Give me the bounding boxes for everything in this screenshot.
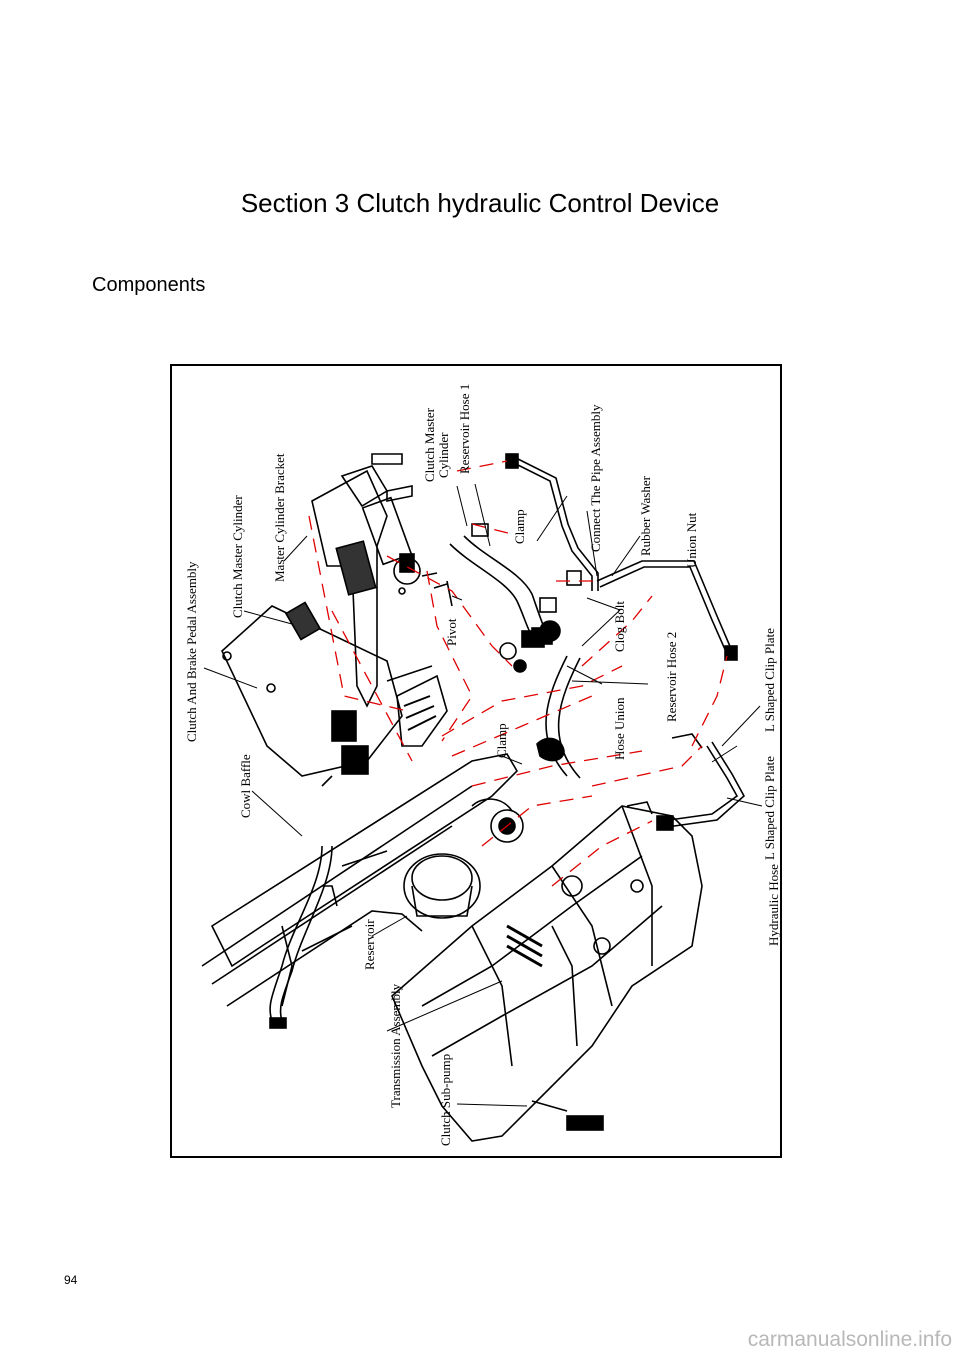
watermark: carmanualsonline.info [747, 1328, 952, 1351]
label-hydraulic-hose: Hydraulic Hose [766, 864, 780, 946]
label-l-shaped-clip-plate-right: L Shaped Clip Plate [762, 628, 777, 732]
alignment-lines [308, 460, 728, 887]
exploded-view-drawing: Clutch And Brake Pedal Assembly Clutch M… [184, 384, 780, 1146]
pedals-drawing [284, 469, 448, 747]
label-clutch-master-cylinder-2-line2: Cylinder [436, 432, 451, 478]
label-clutch-sub-pump: Clutch Sub-pump [438, 1054, 453, 1146]
clamp-drawing [536, 737, 565, 762]
label-reservoir: Reservoir [362, 919, 377, 970]
components-diagram: Clutch And Brake Pedal Assembly Clutch M… [170, 364, 782, 1158]
hydraulic-hose-drawing [626, 733, 746, 831]
label-transmission-assembly: Transmission Assembly [388, 983, 403, 1108]
label-cowl-baffle: Cowl Baffle [238, 754, 253, 818]
label-clutch-brake-pedal-assembly: Clutch And Brake Pedal Assembly [184, 561, 199, 742]
lower-hose-drawing [269, 845, 333, 1029]
clog-bolt-drawing [499, 570, 582, 673]
label-reservoir-hose-1: Reservoir Hose 1 [457, 384, 472, 474]
label-reservoir-hose-2: Reservoir Hose 2 [664, 632, 679, 722]
label-clog-bolt: Clog Bolt [612, 601, 627, 652]
label-connect-pipe-assembly: Connect The Pipe Assembly [588, 404, 603, 552]
transmission-drawing [391, 805, 703, 1142]
page-title: Section 3 Clutch hydraulic Control Devic… [240, 188, 720, 218]
leader-lines [203, 483, 763, 1107]
label-rubber-washer: Rubber Washer [638, 475, 653, 556]
label-clutch-master-cylinder-2-line1: Clutch Master [422, 407, 437, 482]
label-master-cylinder-bracket: Master Cylinder Bracket [272, 453, 287, 582]
label-l-shaped-clip-plate-left: L Shaped Clip Plate [762, 756, 777, 860]
cowl-baffle-drawing [201, 753, 519, 1007]
page-number: 94 [64, 1273, 78, 1287]
label-union-nut: Union Nut [684, 512, 699, 568]
label-clutch-master-cylinder: Clutch Master Cylinder [230, 495, 245, 618]
label-pivot: Pivot [444, 618, 459, 646]
label-clamp-top: Clamp [512, 509, 527, 544]
master-cylinder-drawing [340, 453, 438, 595]
label-hose-union: Hose Union [612, 697, 627, 760]
section-heading: Components [92, 274, 206, 296]
label-clamp-mid: Clamp [494, 723, 509, 758]
pivot-drawing [433, 580, 453, 607]
